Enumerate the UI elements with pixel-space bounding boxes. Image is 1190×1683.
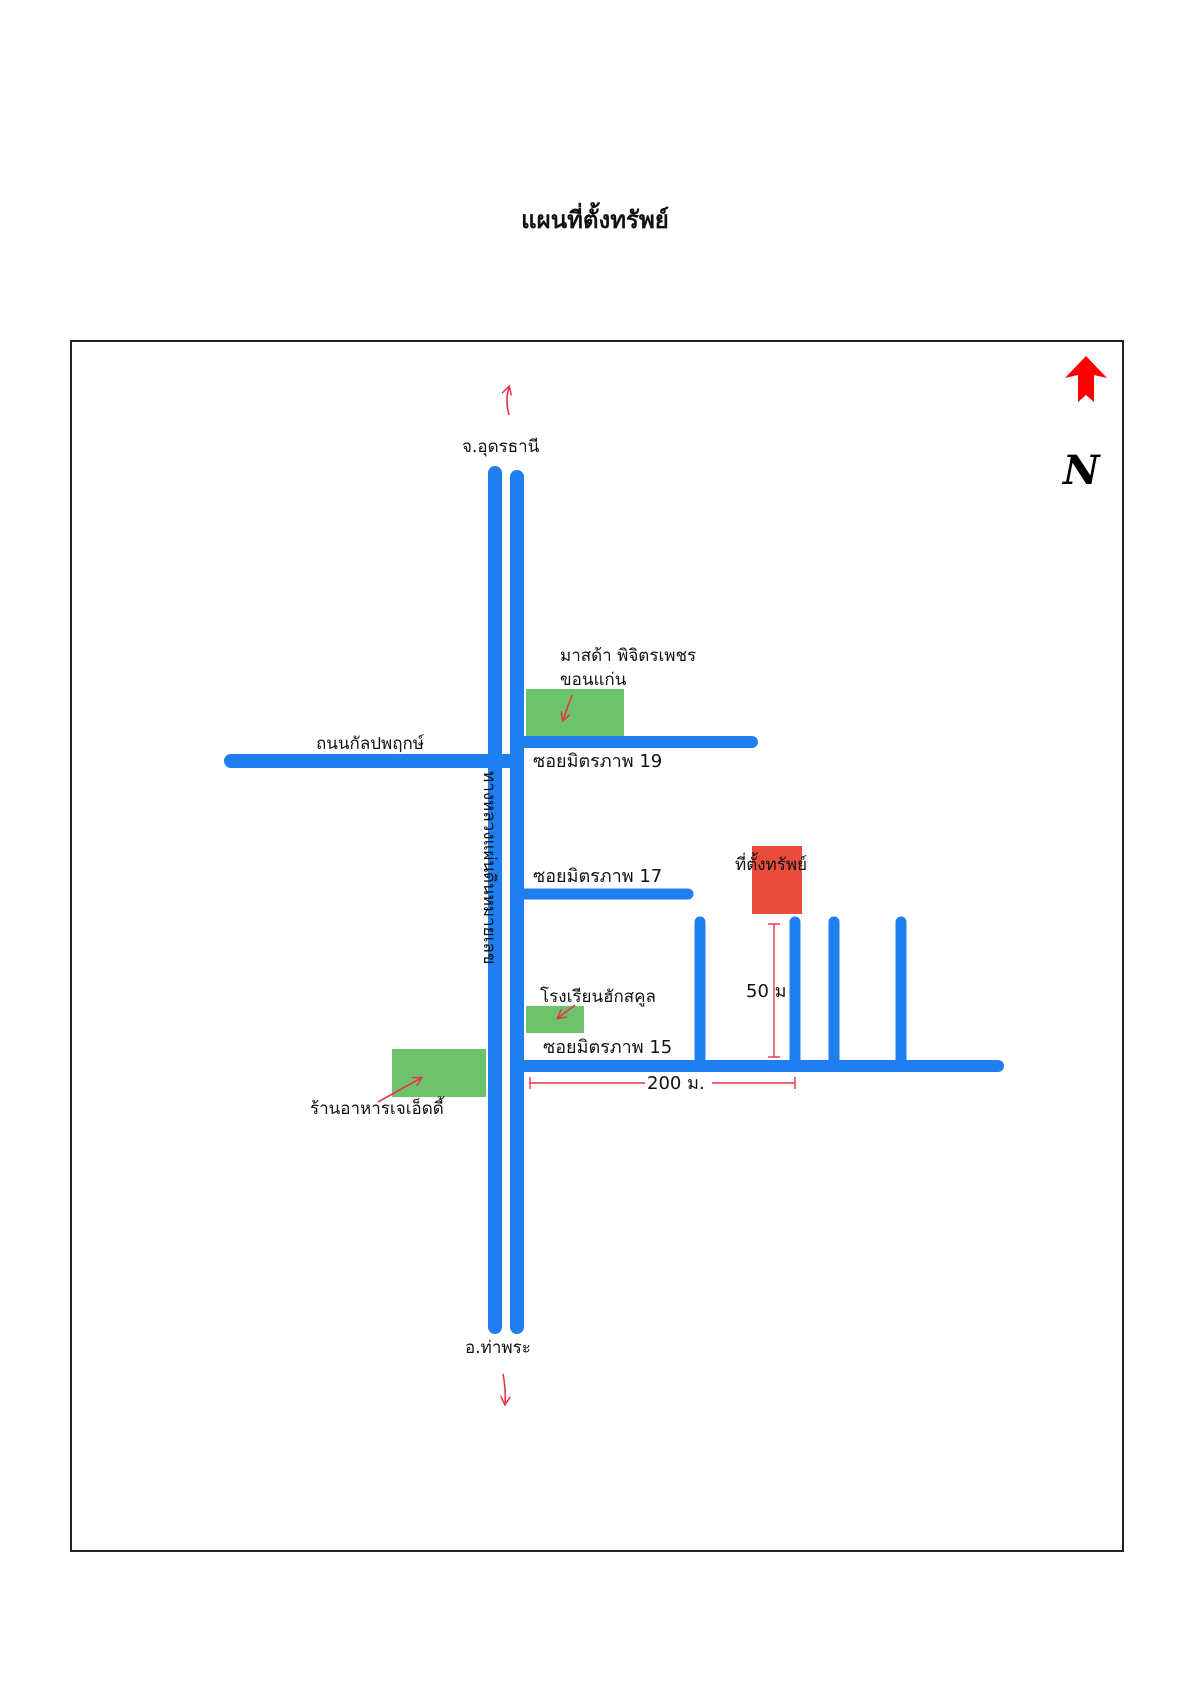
soi-19-label: ซอยมิตรภาพ 19: [533, 751, 662, 772]
property-marker: [752, 846, 802, 914]
mazda-landmark-block: [526, 689, 624, 737]
school-pointer-arrow: [558, 1004, 576, 1018]
school-landmark-block: [526, 1006, 584, 1033]
mazda-pointer-arrow: [563, 694, 573, 720]
restaurant-landmark-block: [392, 1049, 486, 1097]
restaurant-pointer-arrow: [377, 1078, 421, 1103]
main-road-label: ทางหลวงแผ่นดินหมายเลข: [479, 771, 499, 965]
mazda-label-line1: มาสด้า พิจิตรเพชร: [560, 646, 696, 666]
map-frame: [70, 340, 1124, 1552]
north-label: N: [1061, 447, 1101, 494]
property-label: ที่ตั้งทรัพย์: [735, 852, 807, 875]
pointer-arrows: [377, 387, 576, 1404]
north-arrow-icon: [1065, 356, 1107, 402]
school-label: โรงเรียนฮักสคูล: [540, 986, 656, 1007]
soi-17-label: ซอยมิตรภาพ 17: [533, 866, 662, 887]
road-network: [224, 466, 1004, 1334]
udon-label: จ.อุดรธานี: [462, 437, 540, 457]
map-title: แผนที่ตั้งทรัพย์: [521, 206, 669, 234]
measurement-50m: [768, 923, 780, 1058]
restaurant-label: ร้านอาหารเจเอ็ดดี้: [310, 1096, 445, 1119]
kalapaphruek-label: ถนนกัลปพฤกษ์: [316, 734, 424, 754]
north-direction-arrow: [507, 387, 509, 416]
south-direction-arrow: [503, 1373, 505, 1404]
distance-200m-label: 200 ม.: [647, 1073, 705, 1094]
tha-phra-label: อ.ท่าพระ: [465, 1338, 531, 1358]
measurement-200m: [529, 1077, 796, 1089]
soi-15-label: ซอยมิตรภาพ 15: [543, 1037, 672, 1058]
mazda-label-line2: ขอนแก่น: [560, 670, 627, 690]
distance-50m-label: 50 ม: [746, 981, 787, 1002]
